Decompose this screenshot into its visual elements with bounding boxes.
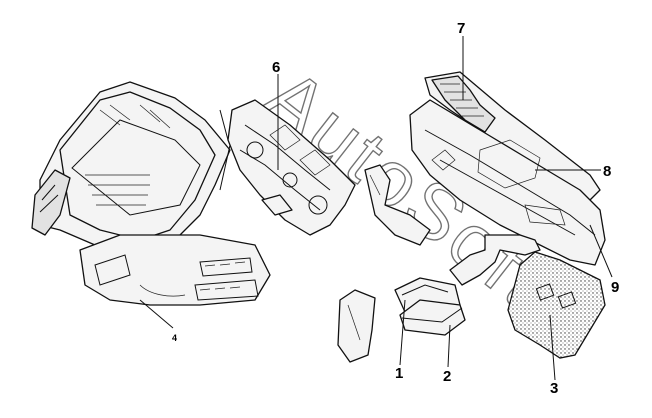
small-plate xyxy=(337,289,376,363)
callout-1: 1 xyxy=(395,365,403,382)
part-7-top-panel xyxy=(424,71,601,201)
callout-6: 6 xyxy=(272,59,280,76)
part-6-bracket-assembly xyxy=(227,99,356,236)
callout-7: 7 xyxy=(457,20,465,37)
callout-labels: 6 7 8 9 1 2 3 4 xyxy=(172,20,619,397)
callout-2: 2 xyxy=(443,368,451,385)
callout-4: 4 xyxy=(172,333,177,343)
part-2-housing xyxy=(399,299,466,336)
callout-3: 3 xyxy=(550,380,558,397)
part-3-plate xyxy=(507,251,606,359)
center-bracket xyxy=(364,164,431,246)
callout-9: 9 xyxy=(611,279,619,296)
callout-8: 8 xyxy=(603,163,611,180)
connecting-tube xyxy=(449,234,541,286)
part-4-front-body xyxy=(31,81,271,306)
leader-lines xyxy=(139,36,613,381)
part-8-long-body xyxy=(409,99,606,266)
